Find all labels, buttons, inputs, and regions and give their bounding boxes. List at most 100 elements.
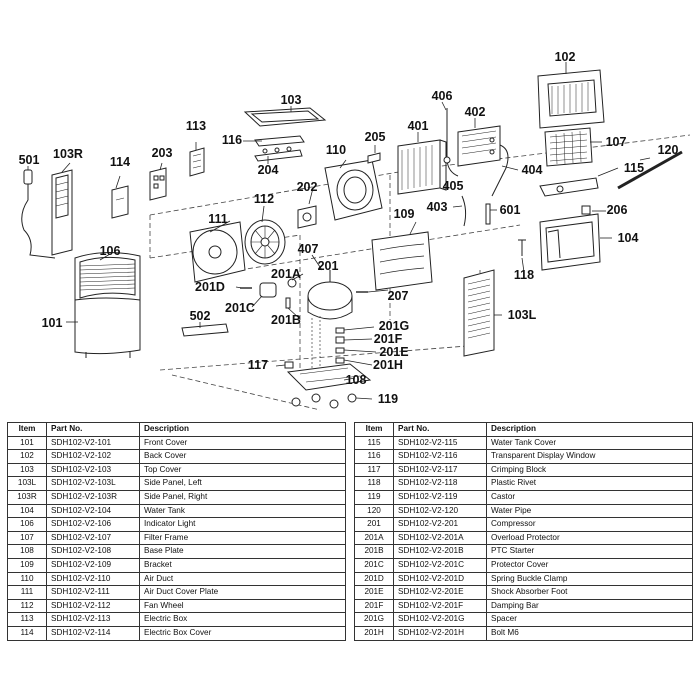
part-label-117: 117 [248, 358, 268, 372]
leader-lines [27, 62, 651, 400]
part-label-405: 405 [443, 179, 464, 193]
part-label-601: 601 [500, 203, 521, 217]
cell-part-no: SDH102-V2-120 [393, 503, 487, 519]
back-cover-part [537, 69, 605, 129]
part-label-103l: 103L [508, 308, 537, 322]
part-label-402: 402 [465, 105, 486, 119]
part-label-114: 114 [110, 155, 130, 169]
part-label-118: 118 [514, 268, 534, 282]
cell-item: 201E [354, 585, 394, 600]
cell-item: 113 [7, 612, 47, 627]
part-label-205: 205 [365, 130, 386, 144]
part-label-201: 201 [318, 259, 339, 273]
pipe-405-406 [443, 108, 459, 177]
cell-description: Top Cover [139, 462, 346, 478]
cell-part-no: SDH102-V2-103 [46, 462, 140, 478]
front-cover-part [74, 251, 141, 358]
cell-description: Front Cover [139, 435, 346, 451]
cell-item: 107 [7, 530, 47, 546]
part-label-202: 202 [297, 180, 318, 194]
part-label-201f: 201F [374, 332, 403, 346]
part-label-407: 407 [298, 242, 319, 256]
cell-item: 103L [7, 476, 47, 491]
part-label-201d: 201D [195, 280, 225, 294]
cell-part-no: SDH102-V2-201D [393, 571, 487, 587]
cell-item: 201B [354, 544, 394, 559]
cell-item: 101 [7, 435, 47, 451]
header-item: Item [7, 422, 47, 437]
plastic-rivet-part [518, 239, 526, 256]
cell-part-no: SDH102-V2-119 [393, 489, 487, 505]
shock-absorber-assembly [311, 316, 345, 372]
water-pipe-part [617, 150, 683, 190]
cell-part-no: SDH102-V2-116 [393, 449, 487, 464]
part-label-501: 501 [19, 153, 40, 167]
cell-item: 109 [7, 557, 47, 573]
header-description: Description [139, 422, 346, 437]
exploded-view-diagram: 101102103103L103R10410610710810911011111… [19, 50, 691, 411]
cell-description: Bolt M6 [486, 625, 693, 641]
pipe-403 [461, 195, 467, 227]
electric-box-cover-part [111, 185, 129, 219]
part-label-103r: 103R [53, 147, 83, 161]
part-label-116: 116 [222, 133, 242, 147]
crimping-block-part [284, 361, 294, 369]
table-header-row: Item Part No. Description [7, 422, 346, 437]
cell-item: 104 [7, 503, 47, 519]
water-tank-part [539, 213, 601, 271]
part-203 [149, 167, 167, 201]
part-206 [581, 205, 591, 215]
cell-part-no: SDH102-V2-104 [46, 503, 140, 519]
cell-description: Back Cover [139, 449, 346, 464]
part-label-113: 113 [186, 119, 206, 133]
top-cover-part [243, 107, 327, 127]
cell-part-no: SDH102-V2-107 [46, 530, 140, 546]
cell-part-no: SDH102-V2-115 [393, 435, 487, 451]
cell-part-no: SDH102-V2-108 [46, 544, 140, 559]
cell-part-no: SDH102-V2-112 [46, 598, 140, 614]
cell-description: Water Tank Cover [486, 435, 693, 451]
cell-description: Electric Box [139, 612, 346, 627]
cell-description: Spacer [486, 612, 693, 627]
part-label-112: 112 [254, 192, 274, 206]
cell-part-no: SDH102-V2-201C [393, 557, 487, 573]
part-label-403: 403 [427, 200, 448, 214]
cell-description: Base Plate [139, 544, 346, 559]
water-tank-cover-part [539, 177, 599, 197]
air-duct-cover-plate-part [189, 221, 246, 283]
cell-item: 201 [354, 517, 394, 532]
cell-description: Spring Buckle Clamp [486, 571, 693, 587]
cell-item: 103R [7, 489, 47, 505]
cell-item: 110 [7, 571, 47, 587]
side-panel-left-part [463, 269, 495, 357]
cell-part-no: SDH102-V2-111 [46, 585, 140, 600]
part-label-201e: 201E [379, 345, 408, 359]
cell-part-no: SDH102-V2-110 [46, 571, 140, 587]
cell-item: 118 [354, 476, 394, 491]
cell-item: 201D [354, 571, 394, 587]
cell-description: Crimping Block [486, 462, 693, 478]
part-label-404: 404 [522, 163, 543, 177]
cell-description: Transparent Display Window [486, 449, 693, 464]
cell-item: 114 [7, 625, 47, 641]
cell-description: Indicator Light [139, 517, 346, 532]
filter-frame-part [544, 127, 593, 167]
base-plate-part [286, 363, 372, 391]
cell-description: Protector Cover [486, 557, 693, 573]
header-item: Item [354, 422, 394, 437]
part-label-115: 115 [624, 161, 644, 175]
ptc-starter-part [285, 297, 291, 309]
cell-part-no: SDH102-V2-102 [46, 449, 140, 464]
